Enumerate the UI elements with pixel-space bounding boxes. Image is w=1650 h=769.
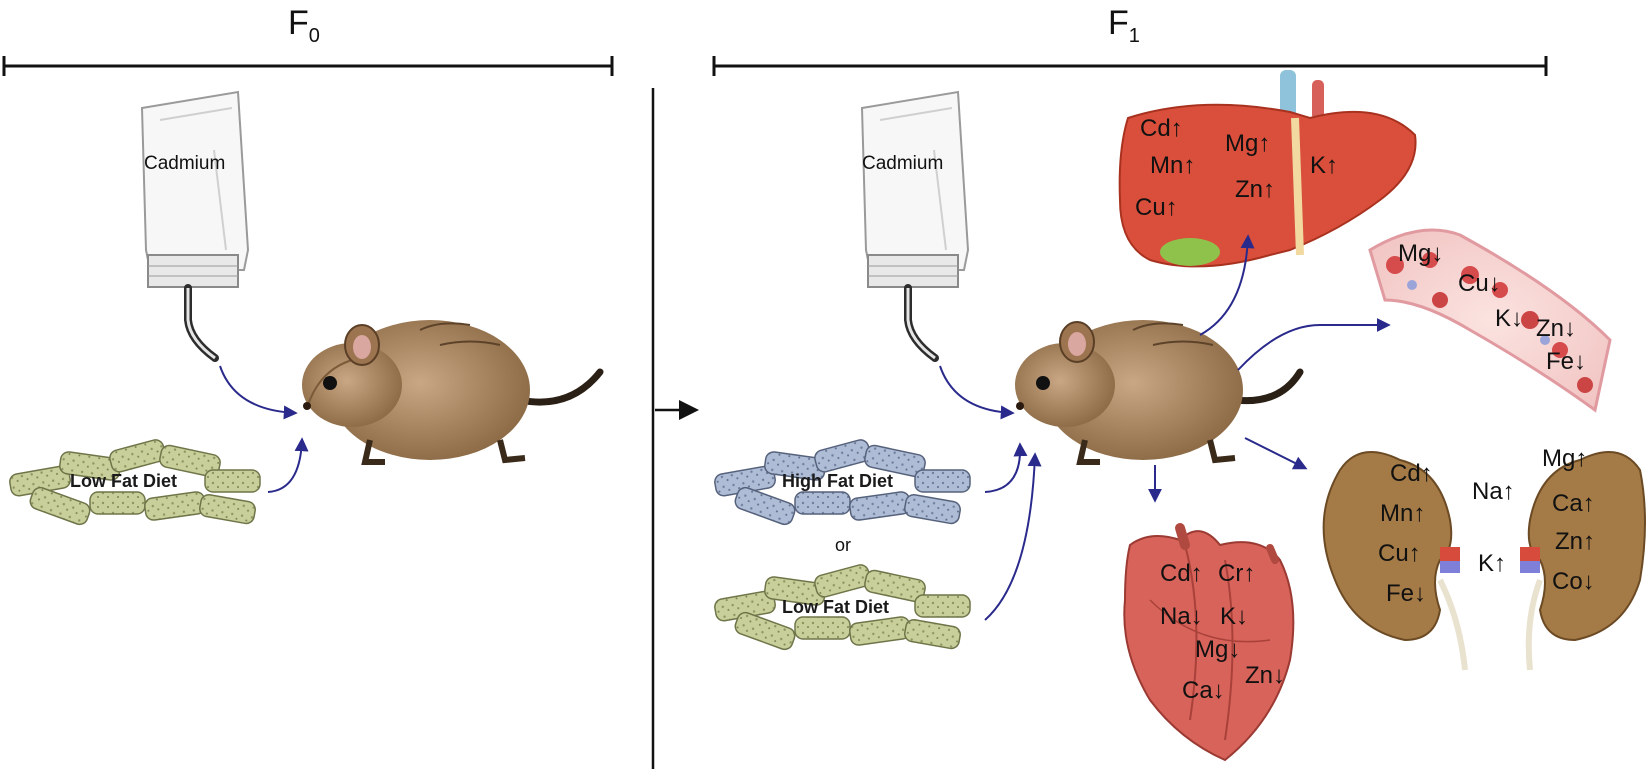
heart-illustration (1123, 523, 1295, 762)
f0-water-to-mouse-arrow (219, 365, 298, 420)
kidney-element: Na↑ (1472, 478, 1515, 505)
heart-element: Na↓ (1160, 603, 1203, 630)
heart-element: K↓ (1220, 603, 1249, 630)
liver-illustration (1118, 70, 1417, 268)
kidneys-illustration (1322, 451, 1646, 671)
kidney-element: Mg↑ (1542, 445, 1588, 472)
kidney-element: Mn↑ (1380, 500, 1426, 527)
f0-diet-to-mouse-arrow (267, 437, 309, 493)
liver-element: Cu↑ (1135, 194, 1178, 221)
blood-element: Zn↓ (1536, 315, 1577, 342)
mouse-to-liver-arrow (1199, 234, 1255, 336)
f1-water-to-mouse-arrow (939, 365, 1015, 420)
kidney-element: Co↓ (1552, 568, 1595, 595)
heart-element: Ca↓ (1182, 677, 1225, 704)
f1-cadmium-label: Cadmium (862, 153, 944, 174)
heart-element: Zn↓ (1245, 662, 1286, 689)
f1-arrows (939, 234, 1391, 621)
f0-timeline-bar (2, 56, 614, 76)
blood-element: Cu↓ (1458, 270, 1501, 297)
blood-element: Fe↓ (1546, 348, 1587, 375)
f0-cadmium-label: Cadmium (144, 153, 226, 174)
f1-timeline-bar (712, 56, 1548, 76)
kidney-element: Cu↑ (1378, 540, 1421, 567)
liver-element: K↑ (1310, 152, 1339, 179)
blood-vessel-illustration (1368, 228, 1612, 413)
diet-or-label: or (835, 535, 852, 555)
blood-element: K↓ (1495, 305, 1524, 332)
heart-element: Mg↓ (1195, 636, 1241, 663)
f0-low-fat-diet-label: Low Fat Diet (70, 471, 177, 491)
heart-element: Cr↑ (1218, 560, 1256, 587)
liver-element: Zn↑ (1235, 176, 1276, 203)
f1-low-diet-to-mouse-arrow (984, 452, 1042, 621)
liver-element: Mn↑ (1150, 152, 1196, 179)
kidney-element: Zn↑ (1555, 528, 1596, 555)
f1-generation-label: F1 (1108, 4, 1140, 47)
mouse-to-blood-arrow (1237, 318, 1391, 371)
liver-element: Mg↑ (1225, 130, 1271, 157)
f0-water-bottle (140, 90, 250, 362)
f0-arrows (219, 365, 309, 493)
kidney-element: Fe↓ (1386, 580, 1427, 607)
f1-high-fat-diet-label: High Fat Diet (782, 471, 893, 491)
f1-mouse (1015, 320, 1304, 465)
kidney-element: Ca↑ (1552, 490, 1595, 517)
f0-mouse (302, 320, 604, 465)
blood-element: Mg↓ (1398, 240, 1444, 267)
f1-high-fat-pellets (714, 439, 971, 526)
liver-element: Cd↑ (1140, 115, 1183, 142)
kidney-element: Cd↑ (1390, 460, 1433, 487)
mouse-to-kidney-arrow (1244, 437, 1308, 470)
kidney-element: K↑ (1478, 550, 1507, 577)
f1-low-fat-pellets (714, 564, 971, 651)
f0-low-fat-pellets (9, 439, 261, 526)
f1-high-diet-to-mouse-arrow (984, 442, 1028, 493)
f1-low-fat-diet-label: Low Fat Diet (782, 597, 889, 617)
heart-element: Cd↑ (1160, 560, 1203, 587)
f0-generation-label: F0 (288, 4, 320, 47)
f1-water-bottle (860, 90, 970, 362)
